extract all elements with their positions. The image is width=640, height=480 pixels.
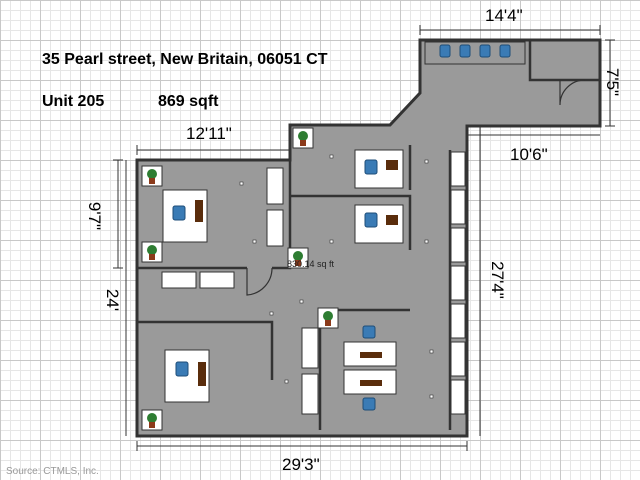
outlet-markers bbox=[239, 154, 434, 399]
dimension-mid-right: 10'6" bbox=[510, 145, 548, 164]
cabinets bbox=[161, 151, 466, 415]
interior-walls bbox=[137, 40, 600, 430]
dimension-lines bbox=[113, 25, 615, 451]
dimension-top-right: 14'4" bbox=[485, 6, 523, 25]
dimension-right-side: 7'5" bbox=[603, 67, 623, 97]
door-swing bbox=[246, 79, 586, 296]
dimension-left-small: 9'7" bbox=[85, 201, 105, 231]
address-heading: 35 Pearl street, New Britain, 06051 CT bbox=[42, 51, 328, 68]
dimension-left-top: 12'11" bbox=[186, 124, 232, 143]
chairs bbox=[172, 44, 511, 411]
unit-number: Unit 205 bbox=[42, 93, 105, 110]
square-footage: 869 sqft bbox=[158, 93, 219, 110]
room-area-label: 830.14 sq ft bbox=[287, 259, 335, 269]
dimension-right-tall: 27'4" bbox=[487, 261, 507, 299]
dimension-bottom: 29'3" bbox=[282, 455, 320, 474]
desk-accents bbox=[195, 160, 398, 386]
source-credit: Source: CTMLS, Inc. bbox=[6, 466, 99, 477]
plants bbox=[141, 41, 526, 431]
dimension-left-total: 24' bbox=[103, 288, 123, 312]
